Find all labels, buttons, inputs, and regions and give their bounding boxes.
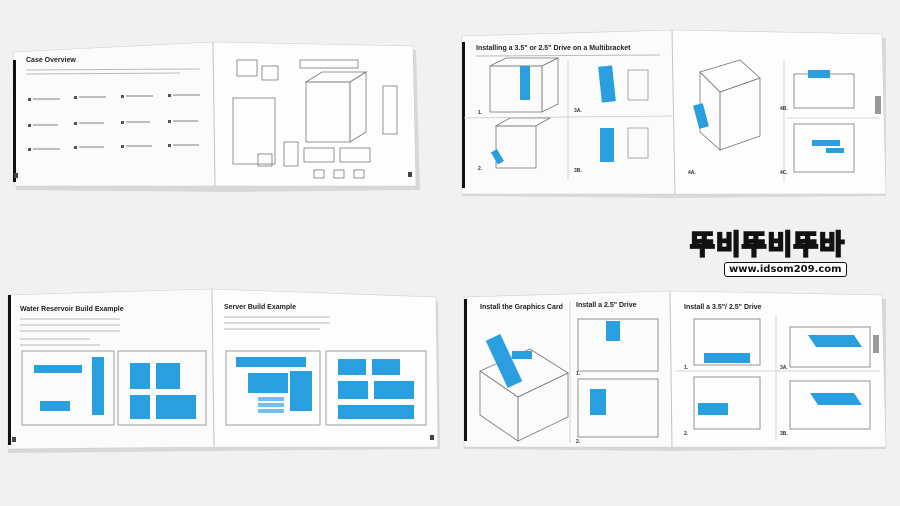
step-label: 2. — [478, 166, 483, 172]
step-label: 1. — [684, 365, 689, 371]
photo-build-examples: Water Reservoir Build Example Server Bui… — [0, 253, 450, 506]
photo-gpu-and-drives: Install the Graphics Card Install a 2.5"… — [450, 253, 900, 506]
step-label: 2. — [576, 439, 581, 445]
page-title: Case Overview — [26, 57, 76, 64]
manual-spread-build-examples: Water Reservoir Build Example Server Bui… — [7, 288, 440, 453]
step-label: 1. — [576, 371, 581, 377]
manual-spread-case-overview: Case Overview — [12, 41, 420, 192]
page-title-25-drive: Install a 2.5" Drive — [576, 302, 637, 309]
step-label: 3B. — [574, 168, 582, 174]
step-label: 4A. — [688, 170, 696, 176]
step-label: 2. — [684, 431, 689, 437]
manual-spread-gpu-drives: Install the Graphics Card Install a 2.5"… — [463, 290, 887, 451]
manual-spread-multibracket: Installing a 3.5" or 2.5" Drive on a Mul… — [461, 29, 887, 198]
photo-multibracket-drive: Installing a 3.5" or 2.5" Drive on a Mul… — [450, 0, 900, 253]
step-label: 4B. — [780, 106, 788, 112]
step-label: 3A. — [780, 365, 788, 371]
page-title-gpu: Install the Graphics Card — [480, 304, 563, 311]
step-label: 1. — [478, 110, 483, 116]
step-label: 3A. — [574, 108, 582, 114]
photo-case-overview: Case Overview — [0, 0, 450, 253]
left-page-title: Water Reservoir Build Example — [20, 306, 124, 313]
right-page-title: Server Build Example — [224, 304, 296, 311]
page-title: Installing a 3.5" or 2.5" Drive on a Mul… — [476, 45, 631, 52]
step-label: 3B. — [780, 431, 788, 437]
step-label: 4C. — [780, 170, 788, 176]
page-title-35-drive: Install a 3.5"/ 2.5" Drive — [684, 304, 762, 311]
